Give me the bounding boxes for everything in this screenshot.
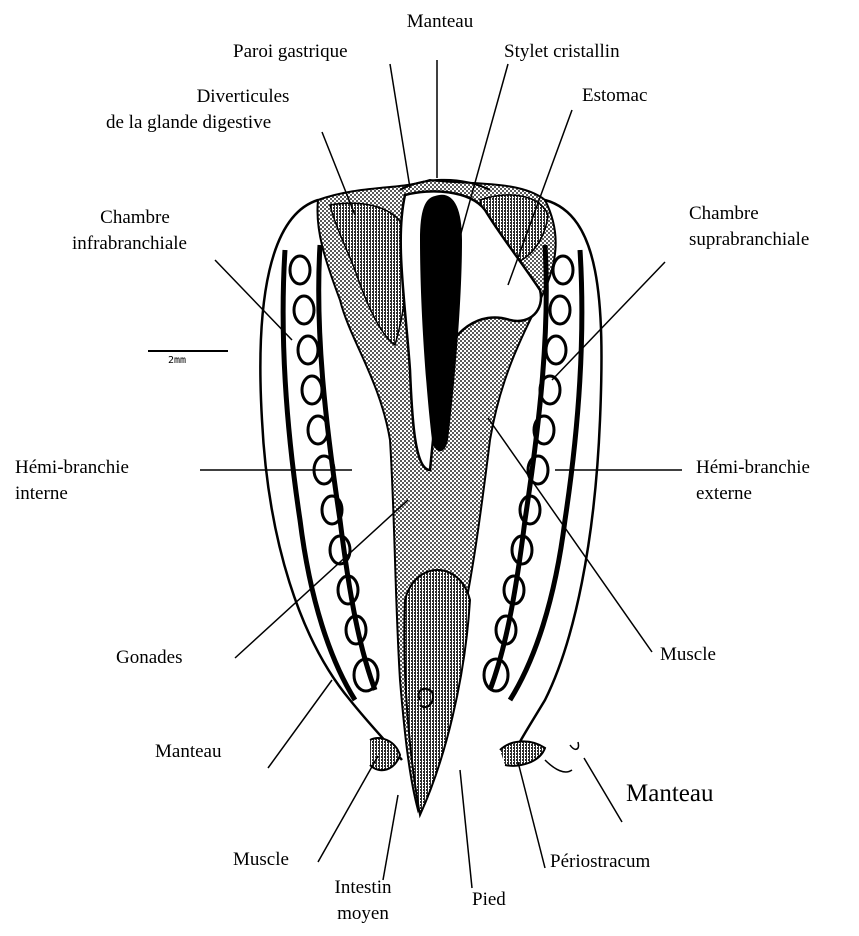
leader-muscle-left <box>318 756 378 862</box>
label-manteau-right: Manteau <box>626 780 713 808</box>
label-manteau-left: Manteau <box>155 740 221 763</box>
mantle-right-mark <box>570 742 578 749</box>
leader-muscle-right <box>488 418 652 652</box>
label-gonades: Gonades <box>116 646 182 669</box>
label-chambre-supra-1: Chambre <box>689 202 759 225</box>
leader-gonades <box>235 500 408 658</box>
label-hemi-externe-2: externe <box>696 482 752 505</box>
periostracum-mark <box>545 760 572 772</box>
muscle-left-tip <box>370 738 400 770</box>
muscle-right-tip <box>500 741 545 765</box>
label-pied: Pied <box>472 888 506 911</box>
label-diverticules-1: Diverticules <box>168 85 318 108</box>
label-hemi-interne-2: interne <box>15 482 68 505</box>
leader-intestin <box>383 795 398 880</box>
leader-manteau-right <box>584 758 622 822</box>
label-paroi-gastrique: Paroi gastrique <box>233 40 348 63</box>
label-intestin-1: Intestin <box>318 876 408 899</box>
label-diverticules-2: de la glande digestive <box>106 111 271 134</box>
label-hemi-interne-1: Hémi-branchie <box>15 456 129 479</box>
label-muscle-left: Muscle <box>233 848 289 871</box>
leader-chambre-infra <box>215 260 292 340</box>
label-chambre-supra-2: suprabranchiale <box>689 228 809 251</box>
leader-paroi-gastrique <box>390 64 410 188</box>
label-chambre-infra-2: infrabranchiale <box>72 232 187 255</box>
label-hemi-externe-1: Hémi-branchie <box>696 456 810 479</box>
scale-bar-label: 2mm <box>168 355 186 366</box>
leader-periostracum <box>518 762 545 868</box>
label-stylet-cristallin: Stylet cristallin <box>504 40 620 63</box>
label-periostracum: Périostracum <box>550 850 650 873</box>
label-estomac: Estomac <box>582 84 647 107</box>
label-manteau-top: Manteau <box>390 10 490 33</box>
label-muscle-right: Muscle <box>660 643 716 666</box>
label-chambre-infra-1: Chambre <box>70 206 200 229</box>
label-intestin-2: moyen <box>318 902 408 925</box>
leader-manteau-left <box>268 680 332 768</box>
leader-pied <box>460 770 472 888</box>
